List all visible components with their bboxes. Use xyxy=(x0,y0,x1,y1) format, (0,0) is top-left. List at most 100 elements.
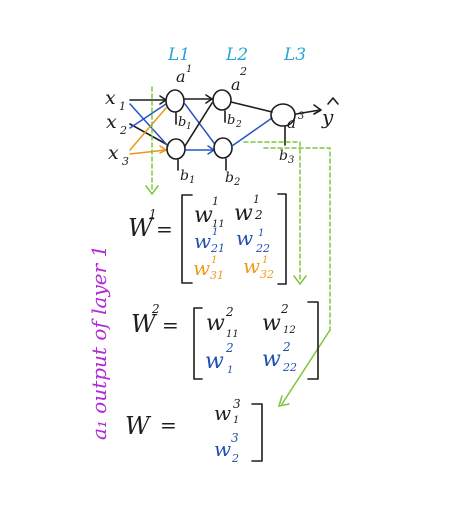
svg-text:w: w xyxy=(214,401,231,425)
svg-text:w: w xyxy=(243,254,260,278)
svg-text:y: y xyxy=(321,105,334,129)
w3-right-bracket xyxy=(251,403,263,462)
svg-text:3: 3 xyxy=(288,155,294,166)
w1-r2c1: w 1 21 xyxy=(194,227,225,255)
node-label-a3: a 3 xyxy=(287,111,304,132)
svg-text:2: 2 xyxy=(280,302,289,316)
edges-input-layer1 xyxy=(129,95,169,155)
svg-text:w: w xyxy=(234,201,253,226)
svg-text:b: b xyxy=(225,170,234,186)
svg-text:1: 1 xyxy=(119,100,126,113)
w1-r3c1: w 1 31 xyxy=(193,255,224,282)
svg-text:w: w xyxy=(205,349,224,374)
svg-text:3: 3 xyxy=(298,111,304,122)
svg-text:3: 3 xyxy=(231,431,239,445)
svg-text:1: 1 xyxy=(212,227,218,238)
svg-text:w: w xyxy=(214,437,231,461)
svg-text:x: x xyxy=(106,111,117,133)
svg-text:31: 31 xyxy=(210,269,224,282)
node-l2-bottom xyxy=(213,137,233,159)
w1-r1c2: w 1 2 xyxy=(234,193,263,226)
svg-text:21: 21 xyxy=(210,242,225,255)
svg-text:2: 2 xyxy=(151,302,160,316)
node-label-a2: a 2 xyxy=(231,65,247,94)
node-l1-top xyxy=(165,89,185,113)
svg-text:1: 1 xyxy=(211,255,217,266)
svg-text:2: 2 xyxy=(239,65,247,78)
svg-text:w: w xyxy=(236,226,253,250)
node-l3-output xyxy=(270,103,296,127)
svg-text:w: w xyxy=(193,256,210,280)
guide-layer2-to-w2 xyxy=(243,141,307,286)
w2-r2c1: w 2 1 xyxy=(205,341,234,376)
w1-r2c2: w 1 22 xyxy=(236,226,270,255)
bias-b2-top: b 2 xyxy=(224,110,242,130)
side-note-layer1-output: a₁ output of layer 1 xyxy=(87,245,111,440)
svg-text:3: 3 xyxy=(122,155,129,168)
svg-text:3: 3 xyxy=(233,397,241,411)
svg-text:2: 2 xyxy=(233,177,240,188)
svg-text:2: 2 xyxy=(225,305,234,319)
svg-text:1: 1 xyxy=(258,228,264,239)
w2-right-bracket xyxy=(307,301,319,380)
w3-eq: = xyxy=(160,413,177,437)
svg-text:w: w xyxy=(206,311,225,336)
svg-text:w: w xyxy=(194,203,213,228)
bias-b2-bottom: b 2 xyxy=(225,158,240,188)
guide-layer1-to-w1 xyxy=(145,86,159,196)
w3-r2: w 3 2 xyxy=(214,431,239,465)
svg-text:2: 2 xyxy=(235,120,242,130)
guide-layer3-to-w3 xyxy=(263,147,331,407)
w2-lhs: W xyxy=(131,310,158,338)
svg-text:12: 12 xyxy=(283,325,296,336)
matrix-w3: W = w 3 1 w 3 2 xyxy=(125,397,263,465)
edges-layer2-layer3 xyxy=(230,101,273,147)
svg-text:a: a xyxy=(287,114,296,132)
svg-text:1: 1 xyxy=(186,122,192,132)
svg-text:1: 1 xyxy=(149,207,157,221)
svg-text:2: 2 xyxy=(254,208,263,222)
svg-text:w: w xyxy=(194,229,211,253)
svg-text:b: b xyxy=(227,113,235,128)
w1-r1c1: w 1 11 xyxy=(194,195,225,230)
input-x2: x 2 xyxy=(106,111,127,137)
svg-text:1: 1 xyxy=(189,175,195,186)
svg-text:1: 1 xyxy=(233,415,239,426)
bias-b1-top: b 1 xyxy=(175,112,192,132)
svg-text:11: 11 xyxy=(212,219,225,230)
svg-text:x: x xyxy=(108,142,119,164)
w3-lhs: W xyxy=(125,412,152,440)
w1-r3c2: w 1 32 xyxy=(243,254,274,281)
matrix-w1: W 1 = w 1 11 w 1 2 w 1 21 w 1 22 w 1 31 xyxy=(128,193,287,285)
svg-text:b: b xyxy=(178,115,186,130)
node-l2-top xyxy=(212,89,232,111)
node-l1-bottom xyxy=(166,138,186,160)
bias-b1-bottom: b 1 xyxy=(177,159,195,186)
svg-text:2: 2 xyxy=(282,340,291,354)
w2-left-bracket xyxy=(193,307,203,380)
svg-text:11: 11 xyxy=(226,329,239,340)
node-label-a1: a 1 xyxy=(176,64,192,86)
matrix-w2: W 2 = w 2 11 w 2 12 w 2 1 w 2 2 2 xyxy=(131,301,319,380)
svg-text:2: 2 xyxy=(225,341,234,355)
w1-left-bracket xyxy=(181,194,193,284)
svg-text:1: 1 xyxy=(212,195,219,208)
svg-text:w: w xyxy=(262,311,281,336)
svg-text:a: a xyxy=(176,67,186,86)
svg-text:1: 1 xyxy=(262,255,268,266)
layer-label-l3: L3 xyxy=(283,45,306,65)
svg-text:w: w xyxy=(262,347,281,372)
svg-text:b: b xyxy=(180,168,189,184)
output-y-hat: y xyxy=(321,97,339,129)
w1-lhs: W xyxy=(128,214,155,242)
w2-eq: = xyxy=(162,313,179,337)
w2-r1c1: w 2 11 xyxy=(206,305,239,340)
w1-right-bracket xyxy=(277,193,287,285)
svg-text:1: 1 xyxy=(253,193,260,206)
input-x3: x 3 xyxy=(108,142,129,168)
layer-label-l1: L1 xyxy=(167,45,190,65)
svg-text:1: 1 xyxy=(227,365,233,376)
w2-r1c2: w 2 12 xyxy=(262,302,296,336)
layer-label-l2: L2 xyxy=(225,45,248,65)
